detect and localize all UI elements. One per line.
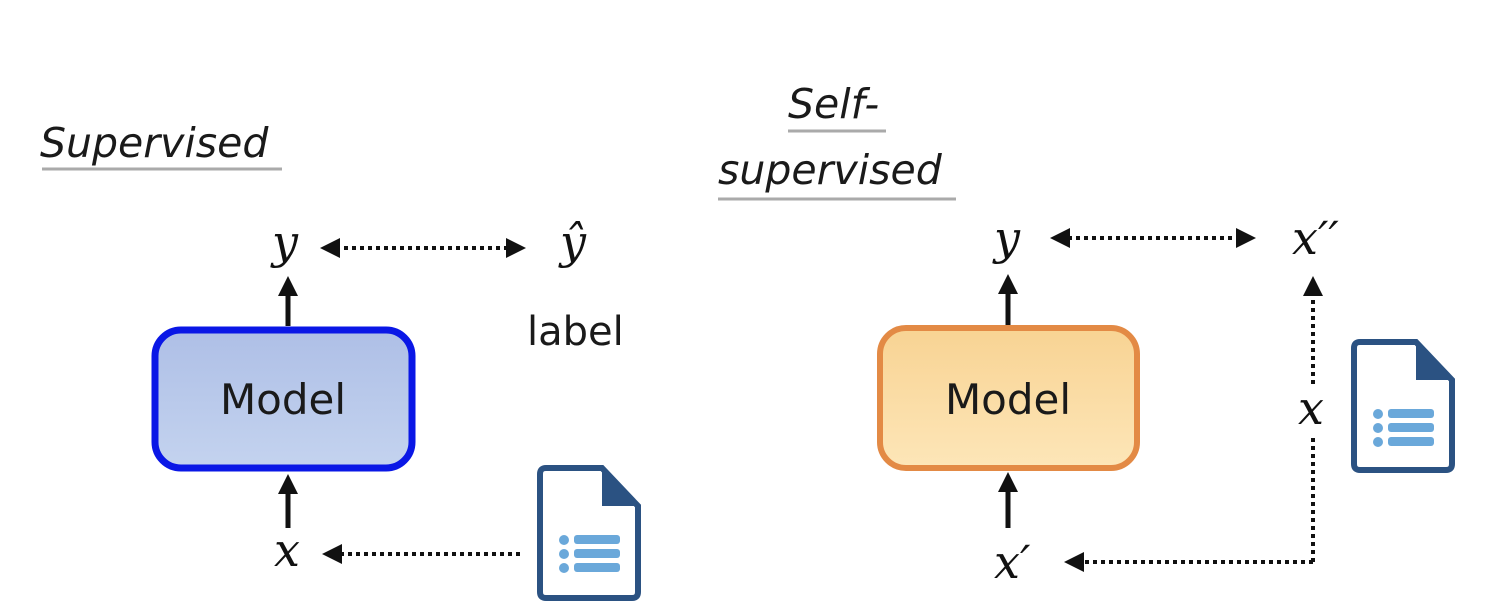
supervised-input-x: x <box>274 523 300 577</box>
self-supervised-model-box: Model <box>877 325 1140 471</box>
supervised-output-y: y <box>270 215 299 269</box>
self-supervised-arrow-model-to-y <box>998 274 1018 326</box>
supervised-arrow-model-to-y <box>278 276 298 326</box>
self-supervised-model-label: Model <box>945 375 1071 424</box>
self-supervised-title-line2: supervised <box>718 146 943 194</box>
self-supervised-input-xprime: x′ <box>994 535 1031 589</box>
self-supervised-branch-arrows <box>1064 276 1323 572</box>
self-supervised-doc-x: x <box>1298 381 1324 435</box>
supervised-label-caption: label <box>527 309 624 355</box>
supervised-arrow-x-to-model <box>278 474 298 528</box>
supervised-compare-arrow <box>320 238 526 258</box>
self-supervised-output-y: y <box>992 211 1021 265</box>
supervised-target-yhat: ŷ <box>558 215 587 269</box>
supervised-section: Supervised y ŷ label Model x <box>40 119 641 601</box>
self-supervised-title-line1: Self- <box>788 80 879 128</box>
self-supervised-section: Self- supervised y x′′ Model x <box>718 80 1455 589</box>
supervised-arrow-doc-to-x <box>322 544 522 564</box>
document-list-icon <box>1351 339 1455 473</box>
supervised-title: Supervised <box>40 119 269 167</box>
document-list-icon <box>537 465 641 601</box>
supervised-model-label: Model <box>220 375 346 424</box>
self-supervised-compare-arrow <box>1050 228 1256 248</box>
supervised-model-box: Model <box>151 326 416 472</box>
self-supervised-target-x2prime: x′′ <box>1292 211 1339 265</box>
self-supervised-arrow-x-to-model <box>998 472 1018 528</box>
